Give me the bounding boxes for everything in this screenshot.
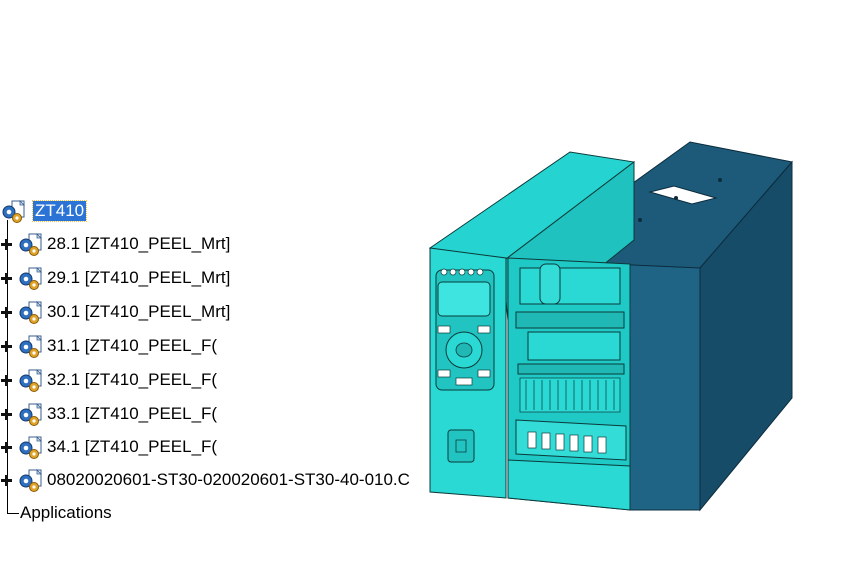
tree-node[interactable]: 33.1 [ZT410_PEEL_F( — [0, 399, 217, 429]
expand-plus-icon[interactable] — [0, 238, 13, 251]
tree-node-label: 34.1 [ZT410_PEEL_F( — [47, 437, 218, 456]
product-gear-icon — [19, 369, 42, 392]
expand-plus-icon[interactable] — [0, 272, 13, 285]
tree-node[interactable]: 29.1 [ZT410_PEEL_Mrt] — [0, 263, 230, 293]
expand-plus-icon[interactable] — [0, 340, 13, 353]
product-gear-icon — [2, 200, 25, 223]
tree-node-label: 31.1 [ZT410_PEEL_F( — [47, 336, 218, 355]
tree-node-label: 30.1 [ZT410_PEEL_Mrt] — [47, 302, 231, 321]
specification-tree: ZT410 28.1 [ZT410_PEEL_Mrt] 29.1 [ZT410_… — [0, 196, 430, 522]
expand-plus-icon[interactable] — [0, 408, 13, 421]
product-gear-icon — [19, 436, 42, 459]
tree-node-label: 28.1 [ZT410_PEEL_Mrt] — [47, 234, 231, 253]
product-gear-icon — [19, 469, 42, 492]
3d-model-printer[interactable] — [420, 140, 800, 520]
tree-node[interactable]: 28.1 [ZT410_PEEL_Mrt] — [0, 229, 230, 259]
applications-node[interactable]: Applications — [20, 503, 112, 522]
product-gear-icon — [19, 335, 42, 358]
tree-node[interactable]: 30.1 [ZT410_PEEL_Mrt] — [0, 297, 230, 327]
display-screen — [437, 281, 491, 317]
tree-node[interactable]: 31.1 [ZT410_PEEL_F( — [0, 331, 217, 361]
tree-connector-line — [7, 220, 8, 514]
tree-node-label: 33.1 [ZT410_PEEL_F( — [47, 404, 218, 423]
tree-node-label: 08020020601-ST30-020020601-ST30-40-010.C — [47, 470, 410, 489]
tree-node[interactable]: 32.1 [ZT410_PEEL_F( — [0, 365, 217, 395]
tree-root-node[interactable]: ZT410 — [0, 196, 88, 226]
tree-node[interactable]: 34.1 [ZT410_PEEL_F( — [0, 432, 217, 462]
product-gear-icon — [19, 403, 42, 426]
platen-ridges — [519, 377, 621, 413]
housing-side-face — [699, 160, 793, 512]
product-gear-icon — [19, 267, 42, 290]
tree-node[interactable]: 08020020601-ST30-020020601-ST30-40-010.C — [0, 465, 430, 495]
tree-root-label[interactable]: ZT410 — [31, 200, 88, 222]
product-gear-icon — [19, 301, 42, 324]
expand-plus-icon[interactable] — [0, 474, 13, 487]
housing-top-window — [648, 185, 718, 205]
tree-node-label: 29.1 [ZT410_PEEL_Mrt] — [47, 268, 231, 287]
tree-connector-branch — [7, 513, 19, 514]
expand-plus-icon[interactable] — [0, 374, 13, 387]
product-gear-icon — [19, 233, 42, 256]
expand-plus-icon[interactable] — [0, 441, 13, 454]
expand-plus-icon[interactable] — [0, 306, 13, 319]
tree-node-label: 32.1 [ZT410_PEEL_F( — [47, 370, 218, 389]
